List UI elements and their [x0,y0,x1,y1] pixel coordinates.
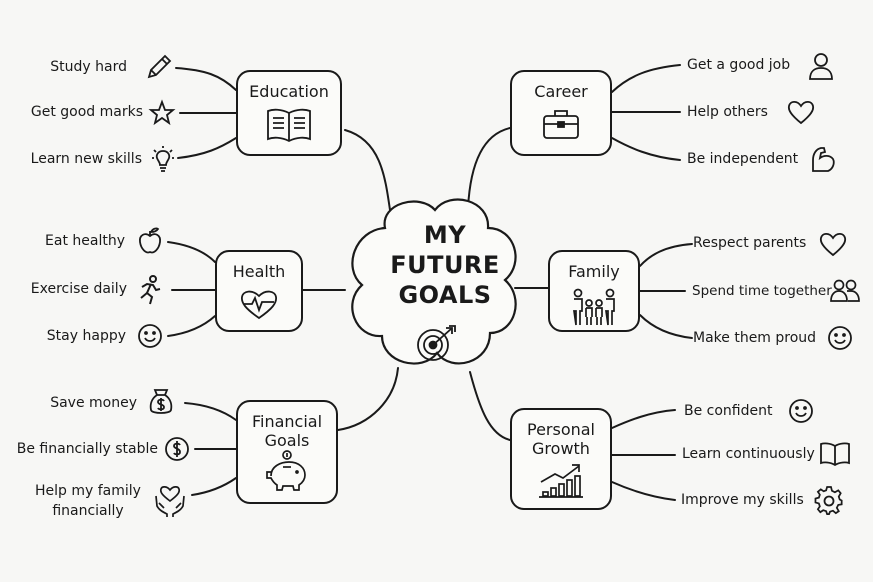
education-item-1: Study hard [50,59,127,75]
career-item-2: Help others [687,104,768,120]
flexed-arm-icon [812,147,835,172]
family-icon [573,288,615,326]
growth-title: Personal Growth [527,420,595,458]
career-item-1: Get a good job [687,57,791,73]
financial-item-3-line1: Help my family [35,483,141,499]
center-title-line2: FUTURE [390,251,500,279]
heart-icon [819,232,847,257]
open-book-icon [820,442,850,467]
health-item-1: Eat healthy [45,233,125,249]
education-item-3: Learn new skills [30,151,142,167]
financial-title-line2: Goals [264,431,310,450]
running-person-icon [140,275,161,305]
pencil-icon [147,54,172,79]
piggy-bank-icon [266,450,306,491]
growth-box: Personal Growth [510,408,612,510]
financial-item-2: Be financially stable [16,441,158,457]
education-box: Education [236,70,342,156]
family-title: Family [568,262,620,281]
growth-title-line2: Growth [532,439,590,458]
health-item-3: Stay happy [46,328,126,344]
briefcase-icon [543,110,579,139]
family-item-3: Make them proud [693,330,817,346]
career-item-3: Be independent [687,151,799,167]
center-title-line1: MY [423,221,467,249]
family-item-2: Spend time together [692,283,832,299]
financial-title: Financial Goals [252,412,322,450]
financial-title-line1: Financial [251,412,323,431]
health-item-2: Exercise daily [30,281,127,297]
star-icon [148,99,176,126]
center-title-line3: GOALS [398,281,492,309]
lightbulb-icon [152,146,174,172]
growth-chart-icon [539,464,583,498]
target-icon [417,325,456,361]
career-title: Career [534,82,588,101]
heartbeat-icon [241,290,277,320]
apple-icon [139,227,161,254]
financial-item-3: Help my family financially [35,483,141,520]
financial-item-1: Save money [50,395,137,411]
people-icon [830,279,860,302]
growth-item-1: Be confident [684,403,773,419]
career-box: Career [510,70,612,156]
health-box: Health [215,250,303,332]
gear-icon [814,486,843,515]
person-icon [809,53,833,80]
smiley-icon [138,324,162,348]
family-box: Family [548,250,640,332]
growth-title-line1: Personal [526,420,595,439]
smiley-icon [789,399,813,423]
health-title: Health [232,262,286,281]
education-item-2: Get good marks [30,104,143,120]
family-item-1: Respect parents [693,235,807,251]
money-bag-icon [149,389,173,414]
heart-hands-icon [155,486,185,517]
center-cloud [351,198,517,365]
growth-item-3: Improve my skills [681,492,804,508]
smiley-icon [828,326,852,350]
heart-icon [787,100,815,125]
education-title: Education [249,82,329,101]
growth-item-2: Learn continuously [682,446,815,462]
center-title: MY FUTURE GOALS [370,220,520,310]
financial-box: Financial Goals [236,400,338,504]
book-icon [267,108,311,143]
financial-item-3-line2: financially [52,503,124,519]
dollar-coin-icon [165,437,189,461]
